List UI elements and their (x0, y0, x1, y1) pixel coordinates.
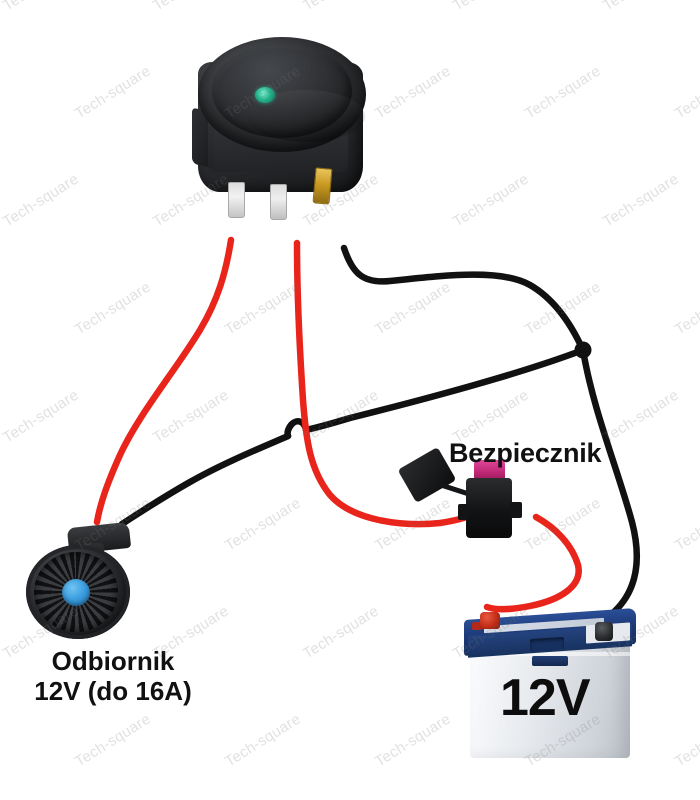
wire-black-switch-to-junction (340, 244, 587, 354)
battery-handle (532, 656, 568, 666)
battery (462, 600, 640, 760)
battery-negative-terminal (595, 622, 613, 641)
switch-terminal-2 (270, 184, 287, 220)
switch-led-indicator-icon (255, 87, 275, 103)
wire-red-switch-to-load (93, 236, 235, 526)
switch-terminal-1 (228, 182, 245, 218)
rocker-switch[interactable] (190, 32, 375, 237)
fuse-ear-left (458, 504, 468, 520)
wire-black-hop-to-load (118, 432, 292, 528)
switch-rocker-cap[interactable] (212, 44, 365, 142)
fuse-cap (397, 447, 457, 503)
wire-red-fuse-to-battery (483, 513, 582, 613)
load-fan (20, 521, 155, 645)
fan-hub (62, 579, 90, 606)
battery-case-ridge (470, 652, 630, 656)
wire-black-junction-to-load (302, 346, 587, 434)
fuse-label: Bezpiecznik (449, 438, 602, 468)
fan-rim (26, 545, 130, 639)
fuse-ear-right (510, 502, 522, 518)
load-label: Odbiornik 12V (do 16A) (18, 646, 208, 706)
wire-red-switch-to-fuse (293, 239, 486, 528)
fuse-body (466, 478, 512, 538)
battery-positive-terminal-nub (472, 622, 482, 630)
wire-black-junction-to-battery (579, 346, 641, 621)
battery-vent-cap (530, 636, 564, 652)
load-label-line2: 12V (do 16A) (34, 676, 192, 706)
battery-voltage-label: 12V (500, 669, 591, 727)
fuse-holder (397, 447, 550, 562)
switch-terminal-3 (312, 167, 333, 205)
load-label-line1: Odbiornik (51, 646, 175, 676)
battery-positive-terminal (480, 612, 500, 629)
wire-junction-dot (574, 341, 592, 359)
